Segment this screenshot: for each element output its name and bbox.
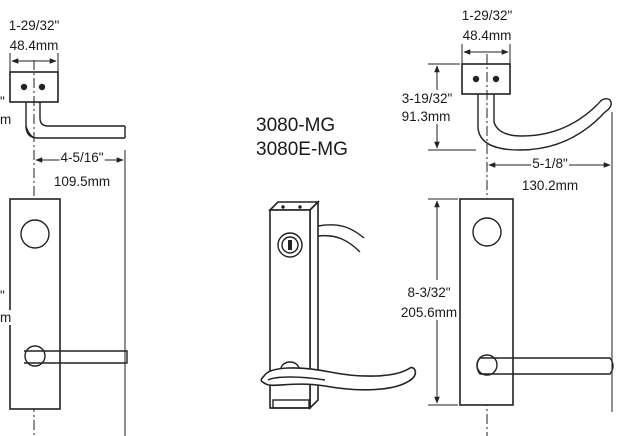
lever-trim-perspective-illustration [260,200,417,410]
left-trim-plate [9,198,128,410]
left-plate-mm: m [0,310,11,325]
dimension-text-backing [0,112,13,127]
right-height-mm: 91.3mm [402,109,451,124]
right-trim-plate [459,198,614,406]
right-lever-top-view [461,63,612,151]
dimension-text-backing [406,285,452,300]
left-projection-mm: 109.5mm [54,174,110,189]
right-plate-mm: 205.6mm [401,305,457,320]
dimension-text-backing [59,150,105,165]
dimension-text-backing [0,288,6,303]
right-top-width-in: 1-29/32" [462,8,513,23]
left-height-mm: m [0,112,11,127]
dimension-text-backing [461,28,513,43]
dimension-text-backing [531,156,569,171]
left-top-width-in: 1-29/32" [9,18,60,33]
dimension-text-backing [52,174,112,189]
model-number-1: 3080-MG [256,115,335,136]
left-height-in: " [0,94,5,109]
left-plate-in: " [0,288,5,303]
dimension-text-backing [400,91,454,106]
left-lever-top-view [9,52,126,139]
model-number-2: 3080E-MG [256,139,348,160]
dimension-text-backing [400,109,452,124]
dimension-text-backing [0,94,6,109]
dimension-text-backing [7,18,61,33]
right-projection-in: 5-1/8" [532,156,568,171]
right-projection-mm: 130.2mm [522,178,578,193]
right-height-in: 3-19/32" [402,91,453,106]
right-top-width-mm: 48.4mm [463,28,512,43]
dimension-text-backing [520,178,580,193]
dimension-text-backing [8,38,60,53]
left-top-width-mm: 48.4mm [10,38,59,53]
left-projection-in: 4-5/16" [60,150,103,165]
dimension-text-backing [0,310,13,325]
dimension-text-backing [460,8,514,23]
dimension-text-backing [399,305,459,320]
right-plate-in: 8-3/32" [407,285,450,300]
